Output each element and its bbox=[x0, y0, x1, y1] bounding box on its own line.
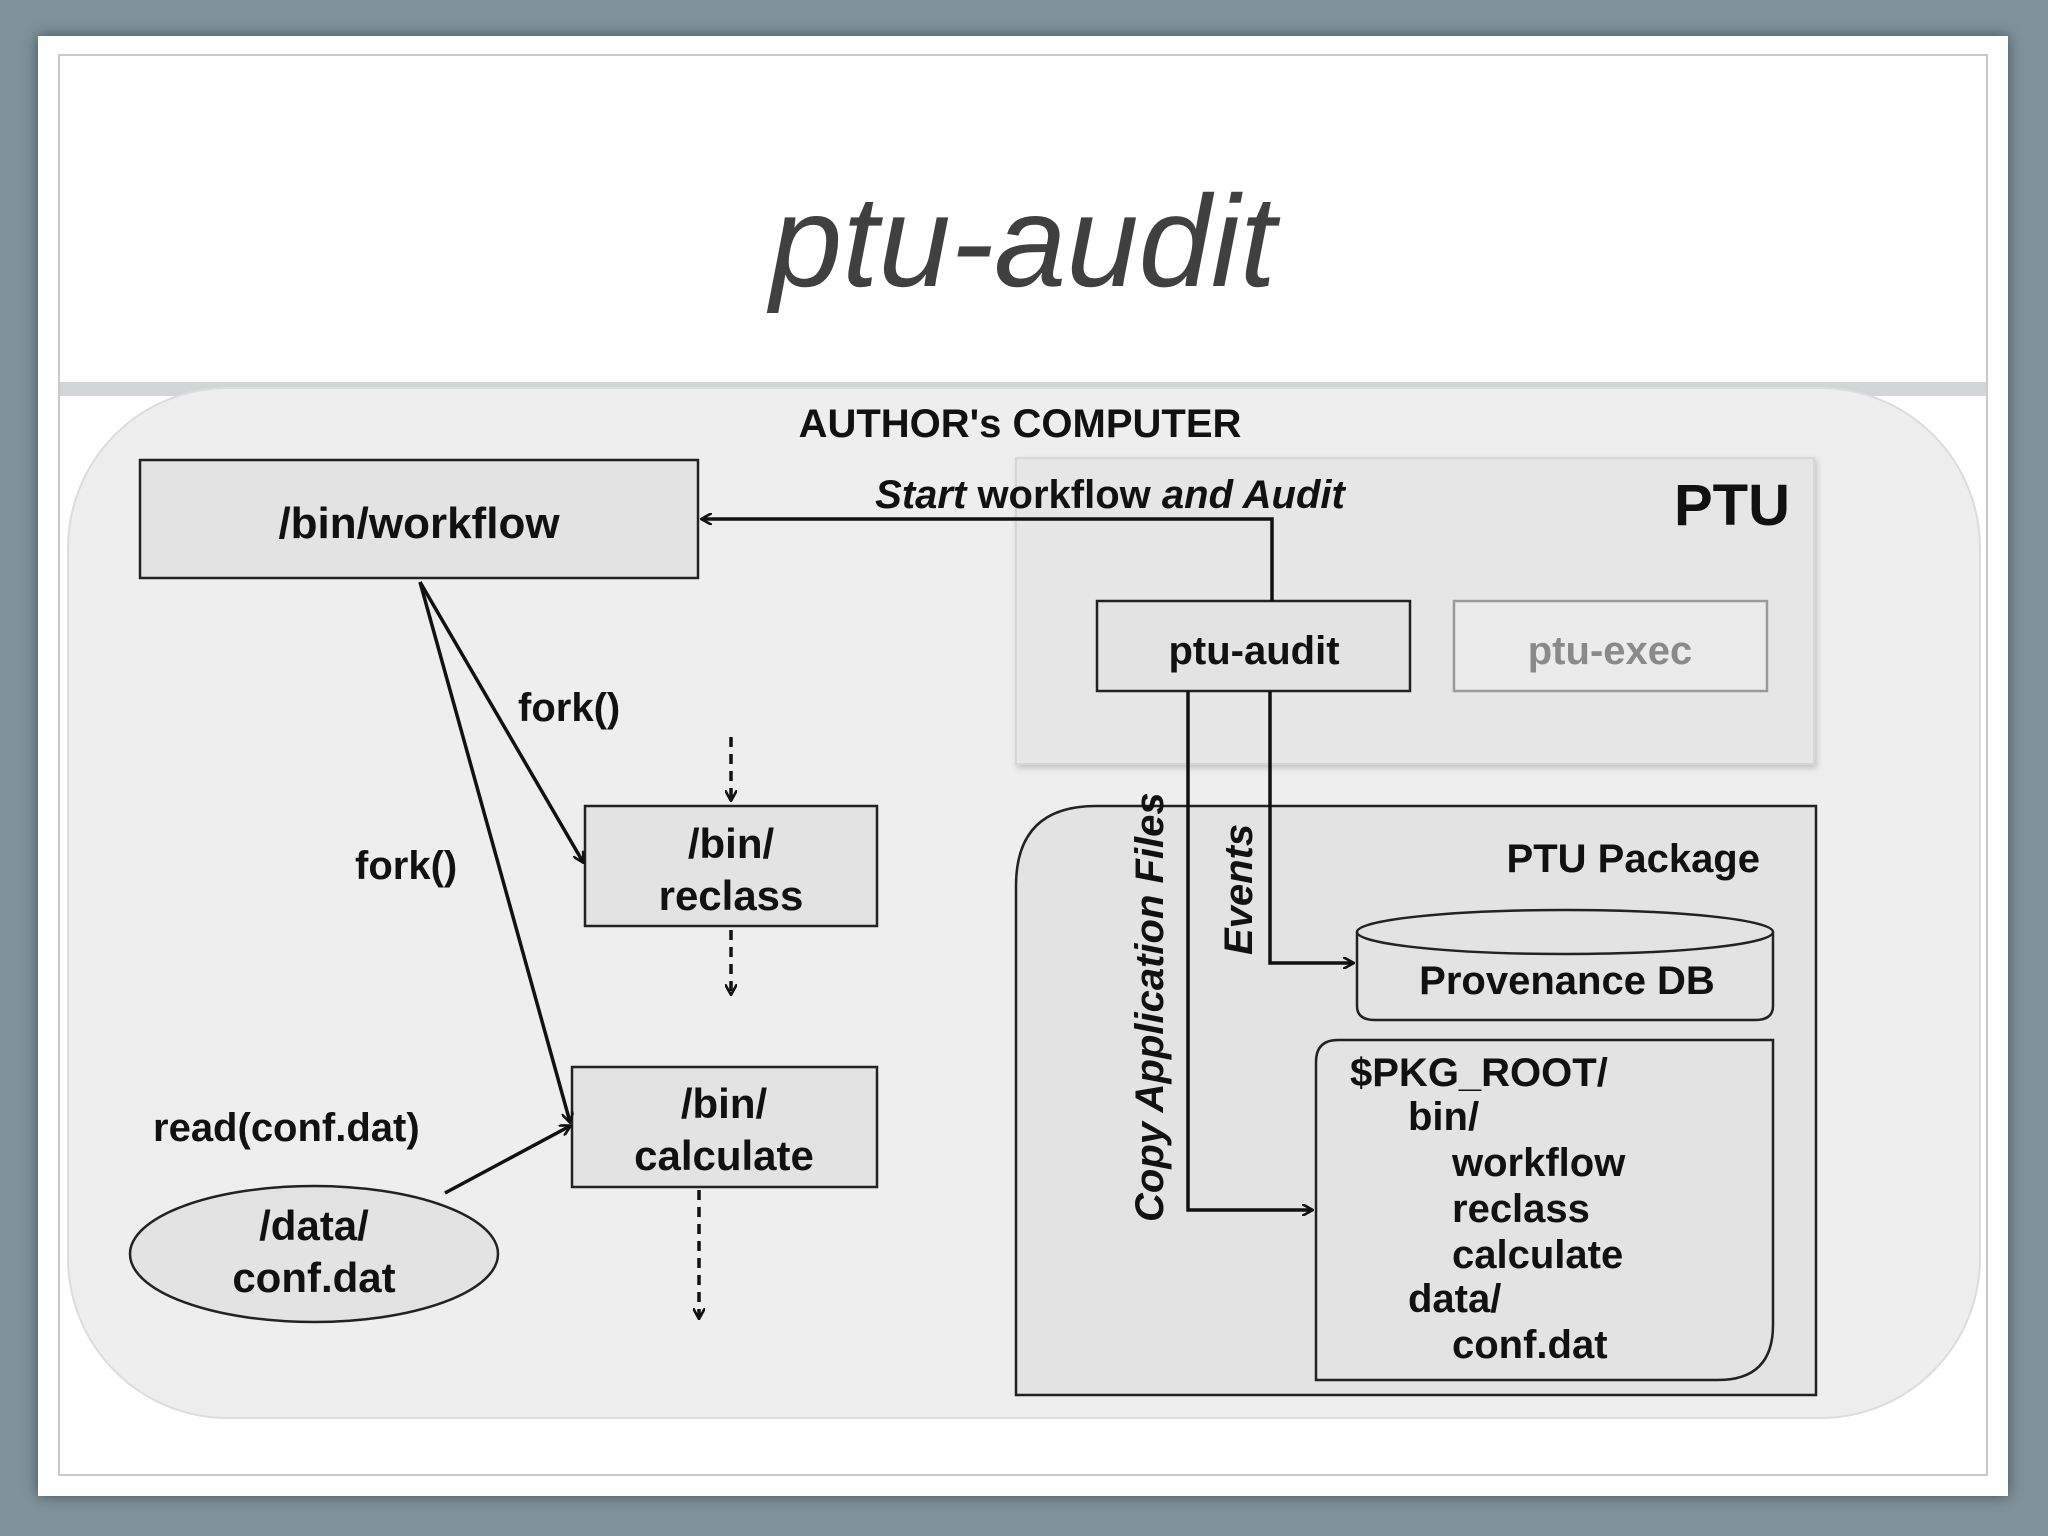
reclass-label-line2: reclass bbox=[659, 872, 804, 919]
ptu-exec-box bbox=[1452, 599, 1769, 693]
fork-arrow-calculate bbox=[418, 581, 570, 1122]
read-arrow bbox=[444, 1126, 570, 1195]
conf-dat-ellipse bbox=[128, 1184, 500, 1324]
provenance-db-label: Provenance DB bbox=[1419, 959, 1715, 1003]
ptu-package-label: PTU Package bbox=[1507, 837, 1760, 881]
pkg-tree-item: conf.dat bbox=[1452, 1323, 1608, 1367]
start-italic-2: and Audit bbox=[1162, 473, 1347, 517]
pkg-root-panel bbox=[1314, 1038, 1775, 1382]
pkg-tree-item: reclass bbox=[1452, 1187, 1590, 1231]
pkg-tree-item: bin/ bbox=[1408, 1095, 1479, 1139]
copy-files-label: Copy Application Files bbox=[1128, 792, 1172, 1222]
events-arrow bbox=[1268, 691, 1353, 963]
reclass-label-line1: /bin/ bbox=[688, 820, 775, 867]
fork-upper-label: fork() bbox=[518, 686, 620, 730]
start-workflow-arrow bbox=[702, 519, 1274, 601]
slide-title: ptu-audit bbox=[770, 168, 1276, 314]
calculate-box bbox=[570, 1065, 879, 1189]
events-label: Events bbox=[1217, 824, 1261, 955]
workflow-box bbox=[138, 458, 700, 580]
ptu-audit-box bbox=[1095, 599, 1412, 693]
calculate-label-line2: calculate bbox=[634, 1132, 814, 1179]
start-workflow-label: Start workflow and Audit bbox=[875, 473, 1346, 517]
provenance-db-cylinder bbox=[1355, 908, 1775, 1022]
fork-lower-label: fork() bbox=[355, 844, 457, 888]
pkg-root-tree: $PKG_ROOT/ bin/ workflow reclass calcula… bbox=[1350, 1051, 1626, 1367]
copy-files-arrow bbox=[1186, 691, 1312, 1210]
pkg-tree-item: $PKG_ROOT/ bbox=[1350, 1051, 1608, 1095]
conf-dat-label-line2: conf.dat bbox=[232, 1254, 395, 1301]
reclass-box bbox=[583, 804, 879, 928]
pkg-tree-item: workflow bbox=[1451, 1141, 1626, 1185]
ptu-audit-label: ptu-audit bbox=[1168, 629, 1339, 673]
ptu-exec-label: ptu-exec bbox=[1528, 629, 1693, 673]
conf-dat-label-line1: /data/ bbox=[259, 1202, 369, 1249]
workflow-label: /bin/workflow bbox=[278, 499, 560, 548]
calculate-label-line1: /bin/ bbox=[681, 1080, 768, 1127]
read-label: read(conf.dat) bbox=[153, 1106, 420, 1150]
pkg-tree-item: calculate bbox=[1452, 1233, 1623, 1277]
fork-arrow-reclass bbox=[418, 581, 583, 862]
ptu-label: PTU bbox=[1674, 473, 1790, 538]
pkg-tree-item: data/ bbox=[1408, 1277, 1501, 1321]
start-normal: workflow bbox=[976, 473, 1161, 517]
start-italic-1: Start bbox=[875, 473, 968, 517]
authors-computer-label: AUTHOR's COMPUTER bbox=[799, 402, 1242, 446]
